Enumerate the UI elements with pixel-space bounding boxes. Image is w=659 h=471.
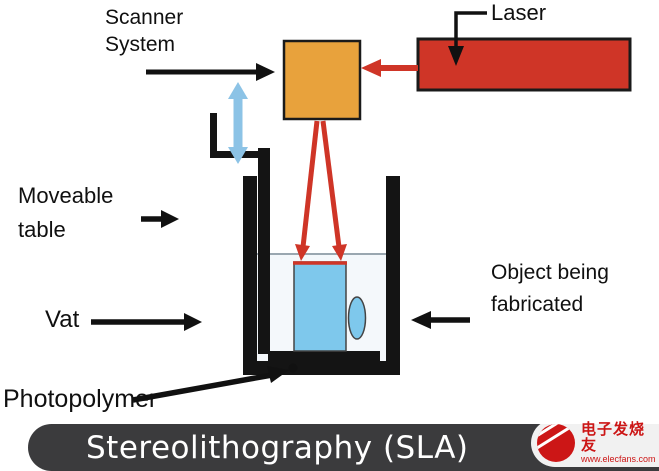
object-side-feature <box>347 296 367 340</box>
photopolymer-arrow-dot <box>288 363 298 373</box>
photopolymer-arrow <box>132 363 298 403</box>
laser-label: Laser <box>491 0 547 25</box>
scanner-box <box>282 39 362 121</box>
beam-right-shaft <box>320 120 342 248</box>
scanner-system-label: Scanner System <box>105 6 184 56</box>
laser-beam-right <box>320 120 347 261</box>
scanner-pointer-arrow <box>146 63 275 81</box>
diagram-title: Stereolithography (SLA) <box>86 429 469 466</box>
laser-pointer-head <box>448 46 464 66</box>
motion-arrow-head-up <box>228 82 248 99</box>
table-motion-arrow <box>228 82 248 164</box>
vat-arrow-head <box>184 313 202 331</box>
object-arrow-head <box>411 311 431 329</box>
vat-label: Vat <box>45 306 80 333</box>
motion-arrow-head-down <box>228 147 248 164</box>
logo-slash-icon <box>537 424 575 452</box>
object-being-fabricated-label: Object being fabricated <box>491 261 609 316</box>
scanner-arrow-head <box>256 63 275 81</box>
laser-to-scanner-arrow <box>361 59 418 77</box>
beam-left-shaft <box>300 120 320 248</box>
vat-arrow <box>91 313 202 331</box>
watermark-text: 电子发烧友 www.elecfans.com <box>581 420 659 465</box>
watermark-brand: 电子发烧友 <box>581 420 646 455</box>
laser-pointer-arrow <box>448 11 487 66</box>
moveable-table-label: Moveable table <box>18 183 114 242</box>
moveable-table-arrow <box>141 210 179 228</box>
table-arrow-head <box>161 210 179 228</box>
laser-pointer-line <box>454 11 487 48</box>
watermark-badge: 电子发烧友 www.elecfans.com <box>531 419 659 467</box>
laser-arrow-head <box>361 59 381 77</box>
photopolymer-arrow-head <box>267 366 289 383</box>
photopolymer-label: Photopolymer <box>3 385 158 413</box>
table-lift-arm <box>258 148 270 354</box>
beam-left-head <box>295 244 310 261</box>
photopolymer-arrow-shaft <box>132 372 273 403</box>
bracket-vertical <box>210 113 217 158</box>
fabricated-object <box>293 261 347 352</box>
elecfans-logo-icon <box>537 424 575 462</box>
beam-right-head <box>332 244 347 261</box>
build-platform <box>268 351 380 362</box>
watermark-url: www.elecfans.com <box>581 453 656 464</box>
object-arrow <box>411 311 470 329</box>
laser-beam-left <box>295 120 320 261</box>
